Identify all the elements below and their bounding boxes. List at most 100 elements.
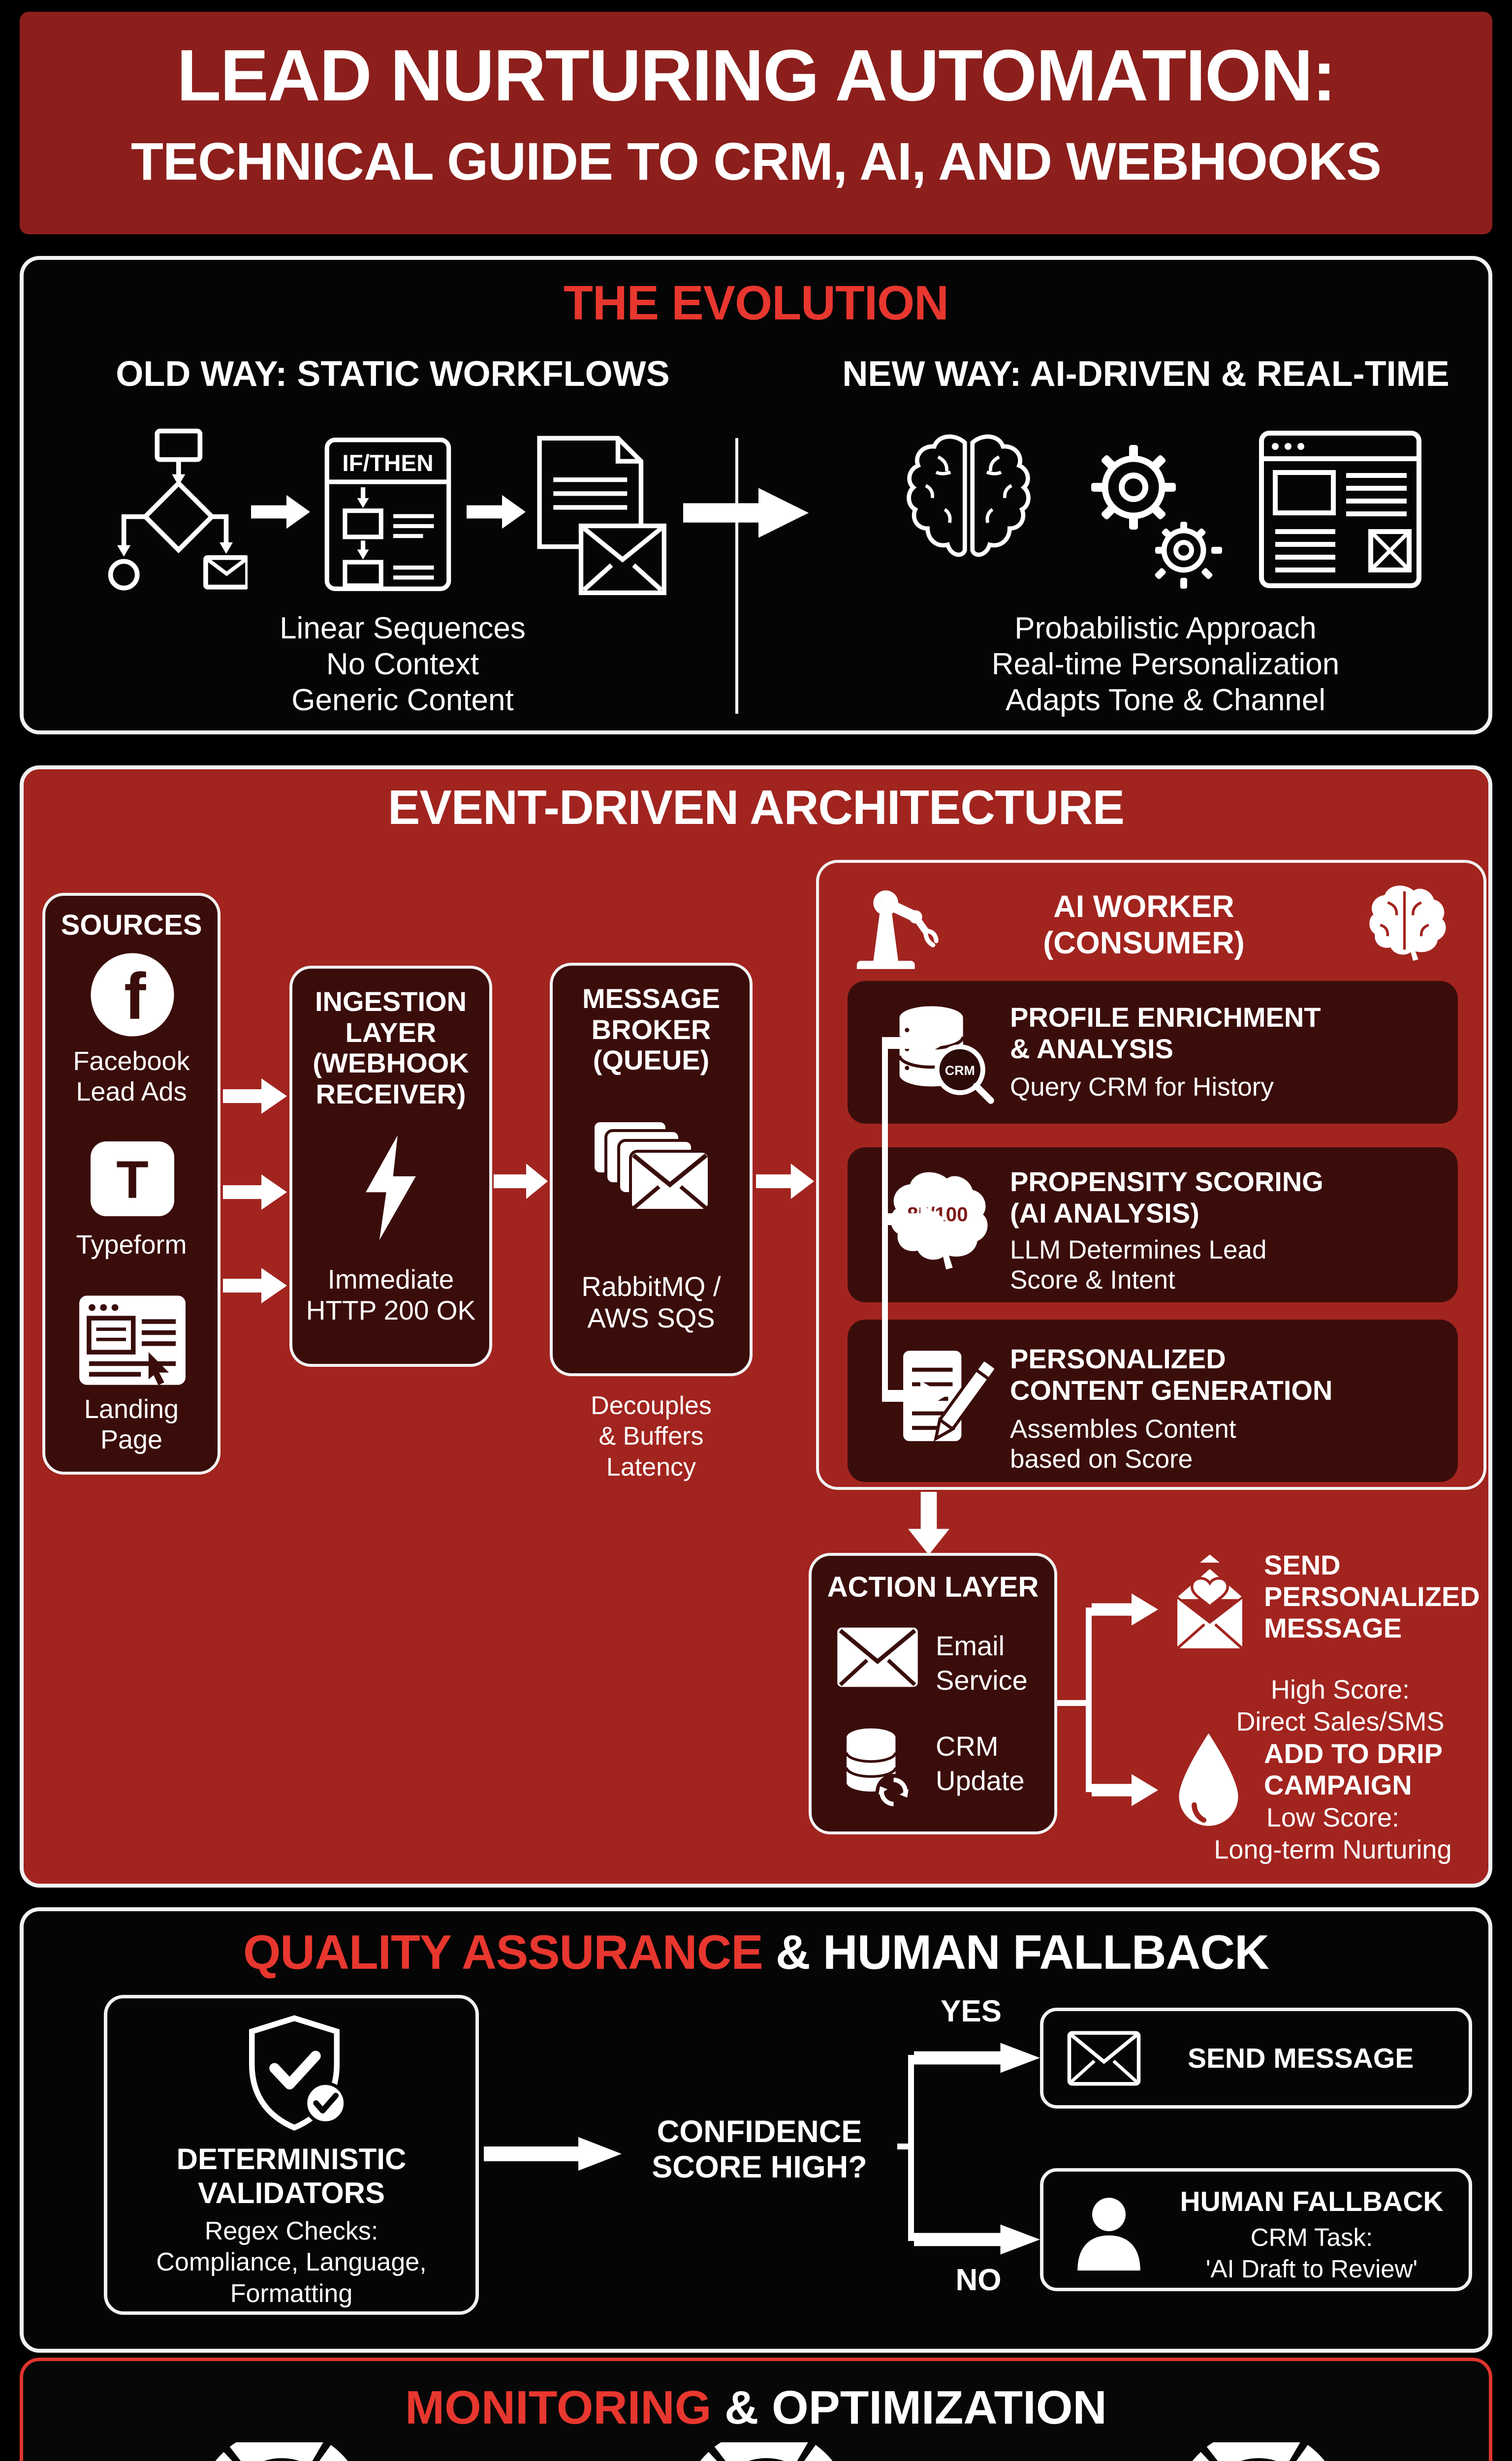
arrow-right-icon: [251, 495, 310, 529]
ingestion-title: INGESTION LAYER (WEBHOOK RECEIVER): [313, 986, 469, 1110]
step3-desc: Assembles Content based on Score: [1010, 1415, 1236, 1474]
document-email-icon: [537, 436, 666, 596]
broker-caption: Decouples & Buffers Latency: [591, 1391, 712, 1482]
metric-conversion: CONVERSION RATE (A/B Testing): [1037, 2442, 1480, 2461]
page-title-line1: LEAD NURTURING AUTOMATION:: [176, 35, 1336, 116]
arrow-right-icon: [1092, 1774, 1158, 1806]
if-then-label: IF/THEN: [342, 450, 433, 476]
lightning-icon: [366, 1135, 416, 1240]
architecture-title: EVENT-DRIVEN ARCHITECTURE: [388, 780, 1125, 834]
new-way-heading: NEW WAY: AI-DRIVEN & REAL-TIME: [842, 354, 1449, 394]
outcome-send-title: SEND PERSONALIZED MESSAGE: [1264, 1549, 1480, 1643]
facebook-letter: f: [124, 960, 146, 1033]
architecture-section: EVENT-DRIVEN ARCHITECTURE SOURCES f Face…: [20, 765, 1492, 1888]
transition-arrow-icon: [683, 488, 809, 538]
brain-icon: [1369, 885, 1446, 961]
crm-label: CRM: [945, 1063, 975, 1078]
ingestion-box: INGESTION LAYER (WEBHOOK RECEIVER) Immed…: [289, 966, 492, 1367]
send-message-box: SEND MESSAGE: [1040, 2008, 1472, 2109]
ai-worker-panel: AI WORKER (CONSUMER) CRM PROFILE ENRICHM…: [816, 860, 1486, 1490]
arrow-down-icon: [908, 1492, 949, 1555]
action-layer-title: ACTION LAYER: [827, 1571, 1039, 1603]
confidence-question: CONFIDENCE SCORE HIGH?: [652, 2114, 867, 2185]
landing-page-icon: [79, 1295, 186, 1386]
yesno-branch-line: [908, 2055, 914, 2241]
message-queue-icon: [592, 1119, 711, 1212]
new-point: Adapts Tone & Channel: [1005, 683, 1326, 718]
email-service-label: Email Service: [936, 1630, 1028, 1696]
broker-title: MESSAGE BROKER (QUEUE): [582, 983, 721, 1076]
source-landing-label: Landing Page: [84, 1394, 179, 1455]
qa-section: QUALITY ASSURANCE & HUMAN FALLBACK DETER…: [20, 1907, 1492, 2353]
yes-arrow-icon: [914, 2043, 1040, 2073]
if-then-icon: IF/THEN: [324, 438, 451, 591]
arrow-right-icon: [223, 1078, 287, 1114]
page-title-line2: TECHNICAL GUIDE TO CRM, AI, AND WEBHOOKS: [130, 131, 1382, 191]
no-arrow-icon: [914, 2224, 1040, 2255]
gauge-icon: [1192, 2442, 1325, 2461]
old-way-heading: OLD WAY: STATIC WORKFLOWS: [116, 354, 670, 394]
outcome-send-desc: High Score: Direct Sales/SMS: [1236, 1675, 1445, 1736]
human-fallback-desc: CRM Task: 'AI Draft to Review': [1205, 2223, 1418, 2283]
step2-desc: LLM Determines Lead Score & Intent: [1010, 1235, 1267, 1295]
action-layer-box: ACTION LAYER Email Service CRM Update: [809, 1553, 1057, 1834]
arrow-right-icon: [1092, 1593, 1158, 1626]
validators-desc: Regex Checks: Compliance, Language, Form…: [156, 2217, 427, 2308]
open-envelope-heart-icon: [1175, 1554, 1245, 1651]
arrow-right-icon: [484, 2137, 622, 2171]
gauge-icon: [700, 2442, 833, 2461]
crm-database-icon: CRM: [898, 1006, 994, 1104]
validators-title: DETERMINISTIC VALIDATORS: [176, 2143, 407, 2209]
person-icon: [1077, 2198, 1140, 2271]
new-way-points: Probabilistic Approach Real-time Persona…: [860, 610, 1471, 718]
source-facebook-label: Facebook Lead Ads: [73, 1046, 190, 1107]
branch-arrow-icon: [882, 1381, 946, 1411]
sources-title: SOURCES: [61, 909, 202, 941]
step3-title: PERSONALIZED CONTENT GENERATION: [1010, 1343, 1333, 1406]
step1-desc: Query CRM for History: [1010, 1073, 1274, 1102]
metric-latency: END-TO-END LATENCY (<60s): [60, 2442, 503, 2461]
step-content-generation: PERSONALIZED CONTENT GENERATION Assemble…: [848, 1320, 1458, 1482]
branch-arrow-icon: [882, 1204, 946, 1234]
arrow-right-icon: [494, 1164, 548, 1199]
send-message-label: SEND MESSAGE: [1188, 2042, 1414, 2074]
ai-worker-title: AI WORKER (CONSUMER): [1043, 889, 1245, 961]
outcome-stub-line: [1057, 1700, 1092, 1706]
step2-title: PROPENSITY SCORING (AI ANALYSIS): [1010, 1166, 1323, 1229]
facebook-icon: f: [91, 953, 174, 1037]
broker-box: MESSAGE BROKER (QUEUE) RabbitMQ / AWS SQ…: [550, 963, 753, 1376]
outcome-drip-title: ADD TO DRIP CAMPAIGN: [1264, 1738, 1443, 1800]
monitoring-title-white: & OPTIMIZATION: [711, 2381, 1107, 2434]
qa-title: QUALITY ASSURANCE & HUMAN FALLBACK: [24, 1928, 1488, 1976]
evolution-divider: [735, 438, 738, 714]
crm-update-label: CRM Update: [936, 1731, 1025, 1796]
gears-icon: [1091, 445, 1222, 589]
new-point: Probabilistic Approach: [1014, 611, 1317, 645]
qa-title-white: & HUMAN FALLBACK: [762, 1925, 1269, 1979]
broker-note: RabbitMQ / AWS SQS: [581, 1271, 721, 1334]
monitoring-title: MONITORING & OPTIMIZATION: [23, 2381, 1489, 2435]
monitoring-title-red: MONITORING: [405, 2381, 712, 2434]
arrow-right-icon: [467, 495, 526, 529]
qa-title-red: QUALITY ASSURANCE: [243, 1925, 763, 1979]
arrow-right-icon: [223, 1268, 287, 1303]
validators-box: DETERMINISTIC VALIDATORS Regex Checks: C…: [104, 1995, 479, 2315]
robot-arm-icon: [856, 890, 939, 969]
old-way-points: Linear Sequences No Context Generic Cont…: [117, 610, 688, 718]
old-point: Linear Sequences: [280, 611, 526, 645]
step-profile-enrichment: CRM PROFILE ENRICHMENT & ANALYSIS Query …: [848, 981, 1458, 1124]
water-drop-icon: [1179, 1733, 1238, 1826]
human-fallback-title: HUMAN FALLBACK: [1180, 2186, 1444, 2217]
typeform-icon: T: [91, 1141, 174, 1217]
source-typeform-label: Typeform: [76, 1230, 187, 1260]
arrow-right-icon: [756, 1164, 814, 1199]
old-point: Generic Content: [291, 683, 514, 718]
monitoring-section: MONITORING & OPTIMIZATION END-TO-END LAT…: [20, 2358, 1492, 2461]
send-envelope-icon: [1067, 2031, 1141, 2085]
gauge-icon: [215, 2442, 348, 2461]
brain-icon: [907, 434, 1031, 557]
arrow-right-icon: [223, 1174, 287, 1210]
ingestion-note: Immediate HTTP 200 OK: [306, 1264, 476, 1326]
old-point: No Context: [326, 647, 479, 682]
flowchart-icon: [108, 428, 248, 591]
